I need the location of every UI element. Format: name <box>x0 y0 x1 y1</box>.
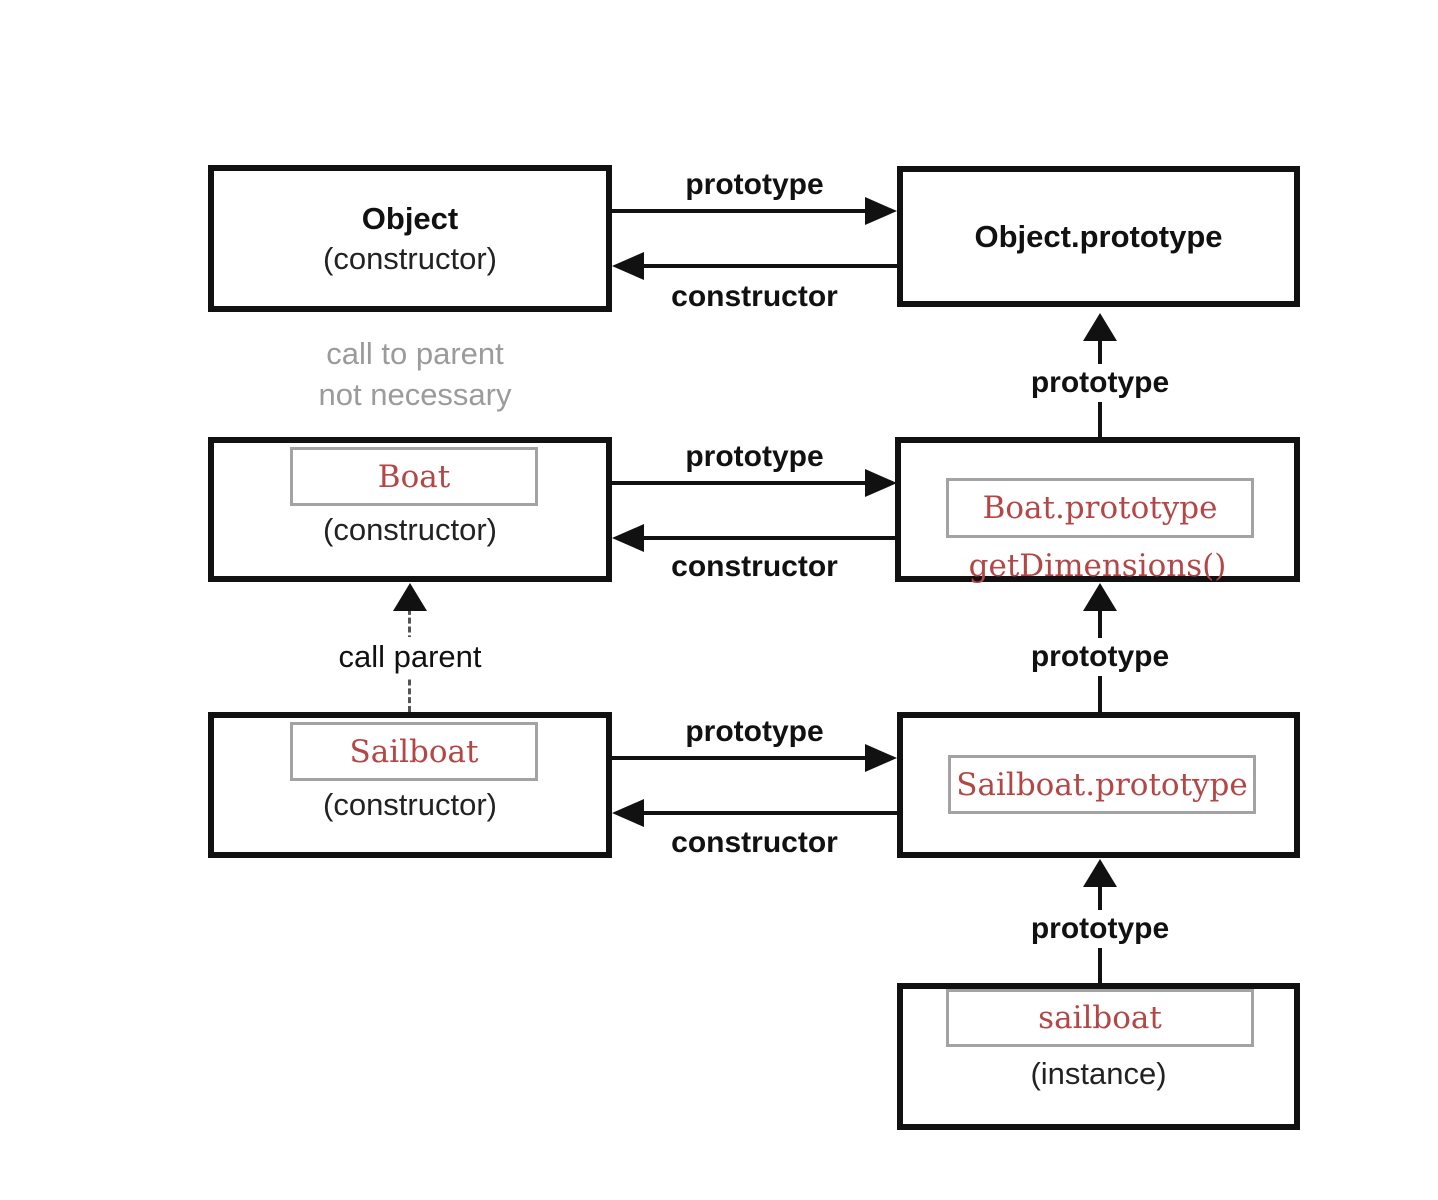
prototype-chain-label: prototype <box>975 910 1225 948</box>
prototype-chain-label: prototype <box>975 364 1225 402</box>
arrow-up-icon <box>393 583 427 611</box>
object-constructor-box: Object (constructor) <box>208 165 612 312</box>
arrow-up-icon <box>1083 313 1117 341</box>
arrow-right-icon <box>865 469 897 497</box>
arrow-up-icon <box>1083 859 1117 887</box>
arrow-left-icon <box>612 252 644 280</box>
object-constructor-subtitle: (constructor) <box>323 240 497 276</box>
sailboat-name: Sailboat <box>349 733 479 770</box>
prototype-arrow-line <box>612 209 867 213</box>
prototype-arrow-line <box>612 481 867 485</box>
arrow-left-icon <box>612 799 644 827</box>
sailboat-instance-name-box: sailboat <box>946 989 1254 1047</box>
sailboat-name-box: Sailboat <box>290 722 538 781</box>
constructor-arrow-label: constructor <box>671 826 838 859</box>
prototype-arrow-label: prototype <box>685 440 824 473</box>
arrow-right-icon <box>865 744 897 772</box>
note-line2: not necessary <box>318 377 512 412</box>
prototype-arrow-label: prototype <box>685 168 824 201</box>
object-prototype-title: Object.prototype <box>974 218 1223 254</box>
object-prototype-box: Object.prototype <box>897 166 1300 307</box>
prototype-arrow-label: prototype <box>685 715 824 748</box>
boat-prototype-name: Boat.prototype <box>982 490 1218 526</box>
boat-prototype-method: getDimensions() <box>968 548 1227 584</box>
note-line1: call to parent <box>326 336 504 371</box>
boat-prototype-name-box: Boat.prototype <box>946 478 1254 538</box>
constructor-arrow-line <box>644 811 897 815</box>
note-call-to-parent: call to parent not necessary <box>230 333 600 415</box>
sailboat-instance-subtitle: (instance) <box>1030 1056 1167 1091</box>
call-parent-label: call parent <box>290 637 530 677</box>
constructor-arrow-line <box>644 264 897 268</box>
arrow-right-icon <box>865 197 897 225</box>
object-constructor-title: Object <box>361 200 459 236</box>
boat-constructor-subtitle: (constructor) <box>323 512 497 547</box>
sailboat-constructor-subtitle: (constructor) <box>323 787 497 822</box>
arrow-up-icon <box>1083 583 1117 611</box>
sailboat-instance-name: sailboat <box>1038 1000 1162 1036</box>
prototype-chain-label: prototype <box>975 638 1225 676</box>
boat-name: Boat <box>377 458 451 495</box>
prototype-arrow-line <box>612 756 867 760</box>
constructor-arrow-label: constructor <box>671 280 838 313</box>
sailboat-prototype-name: Sailboat.prototype <box>956 766 1248 803</box>
arrow-left-icon <box>612 524 644 552</box>
sailboat-prototype-name-box: Sailboat.prototype <box>948 755 1256 814</box>
constructor-arrow-label: constructor <box>671 550 838 583</box>
constructor-arrow-line <box>644 536 897 540</box>
boat-name-box: Boat <box>290 447 538 506</box>
